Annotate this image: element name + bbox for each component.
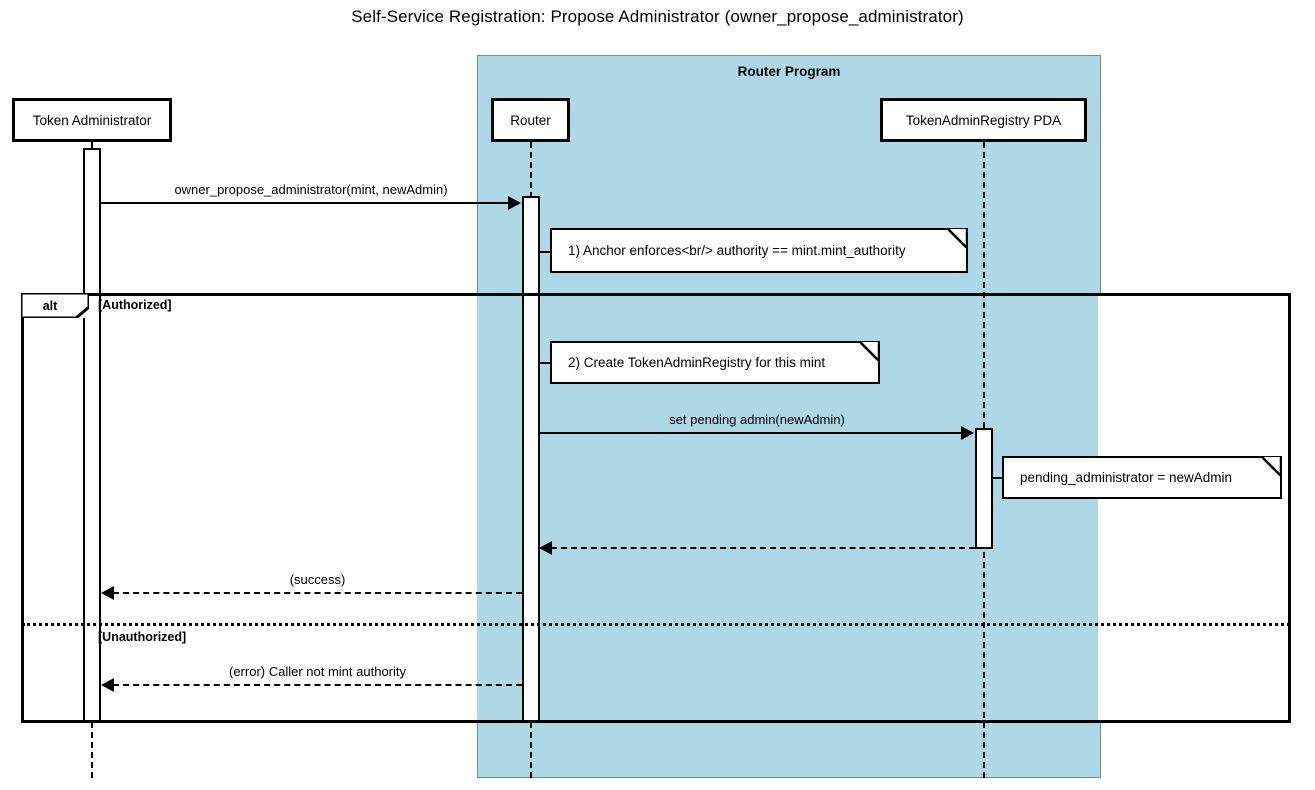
message-label-error: (error) Caller not mint authority: [229, 664, 406, 679]
participant-router[interactable]: Router: [491, 98, 570, 142]
message-label-success: (success): [289, 572, 346, 587]
note-fold-corner: [1262, 457, 1281, 476]
note-fold-corner: [948, 229, 967, 248]
note-create-token-admin-registry: 2) Create TokenAdminRegistry for this mi…: [550, 341, 880, 384]
message-line-5-return: [113, 684, 522, 686]
note-pending-administrator: pending_administrator = newAdmin: [1002, 456, 1282, 499]
message-label-set-pending-admin: set pending admin(newAdmin): [669, 412, 845, 427]
message-label-owner-propose-administrator: owner_propose_administrator(mint, newAdm…: [174, 182, 448, 197]
message-arrowhead-5: [101, 678, 114, 692]
message-line-1: [101, 202, 510, 204]
message-arrowhead-1: [508, 196, 521, 210]
note-text: 1) Anchor enforces<br/> authority == min…: [568, 243, 906, 258]
group-box-label: Router Program: [737, 64, 841, 79]
page-title: Self-Service Registration: Propose Admin…: [351, 7, 964, 26]
note-text: 2) Create TokenAdminRegistry for this mi…: [568, 355, 826, 370]
note-connector-2: [539, 362, 552, 364]
alt-fragment-tab: [21, 293, 89, 318]
message-line-3-return: [551, 547, 975, 549]
note-connector-1: [539, 251, 552, 253]
message-arrowhead-2: [961, 426, 974, 440]
message-line-2: [539, 432, 963, 434]
alt-fragment-divider: [22, 623, 1290, 626]
alt-guard-authorized: [Authorized]: [98, 298, 172, 312]
participant-token-admin-registry-pda[interactable]: TokenAdminRegistry PDA: [880, 98, 1087, 142]
note-anchor-enforces: 1) Anchor enforces<br/> authority == min…: [550, 228, 968, 273]
participant-label: TokenAdminRegistry PDA: [905, 112, 1062, 128]
alt-guard-unauthorized: [Unauthorized]: [98, 630, 187, 644]
participant-label: Router: [510, 112, 551, 128]
participant-token-administrator[interactable]: Token Administrator: [12, 98, 172, 142]
message-arrowhead-3: [539, 541, 552, 555]
alt-fragment-operator-label: alt: [42, 299, 58, 313]
alt-fragment-frame: [21, 293, 1291, 723]
participant-label: Token Administrator: [32, 112, 152, 128]
message-arrowhead-4: [101, 586, 114, 600]
activation-pda: [975, 428, 993, 549]
note-fold-corner: [860, 342, 879, 361]
note-connector-3: [992, 477, 1005, 479]
message-line-4-return: [113, 592, 522, 594]
note-text: pending_administrator = newAdmin: [1020, 470, 1232, 485]
